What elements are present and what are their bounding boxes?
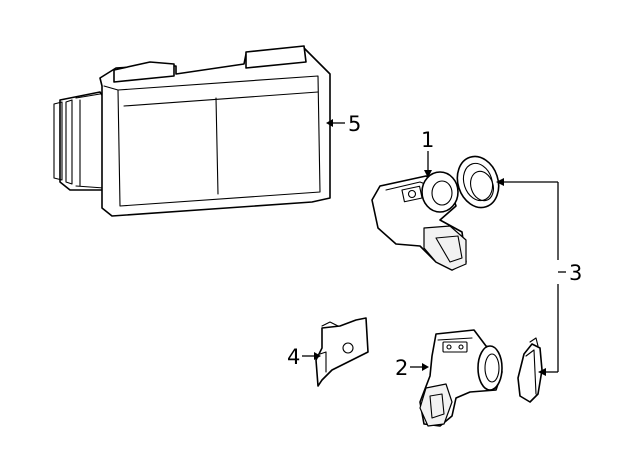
leader-lines [302, 119, 566, 376]
grommet-ring-part-3 [456, 155, 500, 209]
callout-2: 2 [395, 356, 408, 380]
control-module-part-5 [53, 45, 331, 217]
parking-sensor-part-2 [419, 329, 503, 427]
callout-4: 4 [287, 345, 300, 369]
callout-5: 5 [348, 112, 361, 136]
mounting-bracket-part-4 [315, 317, 369, 387]
callout-3: 3 [569, 261, 582, 285]
parking-sensor-part-1 [371, 171, 467, 271]
mounting-clip-part-3 [517, 337, 543, 403]
callout-1: 1 [421, 128, 434, 152]
